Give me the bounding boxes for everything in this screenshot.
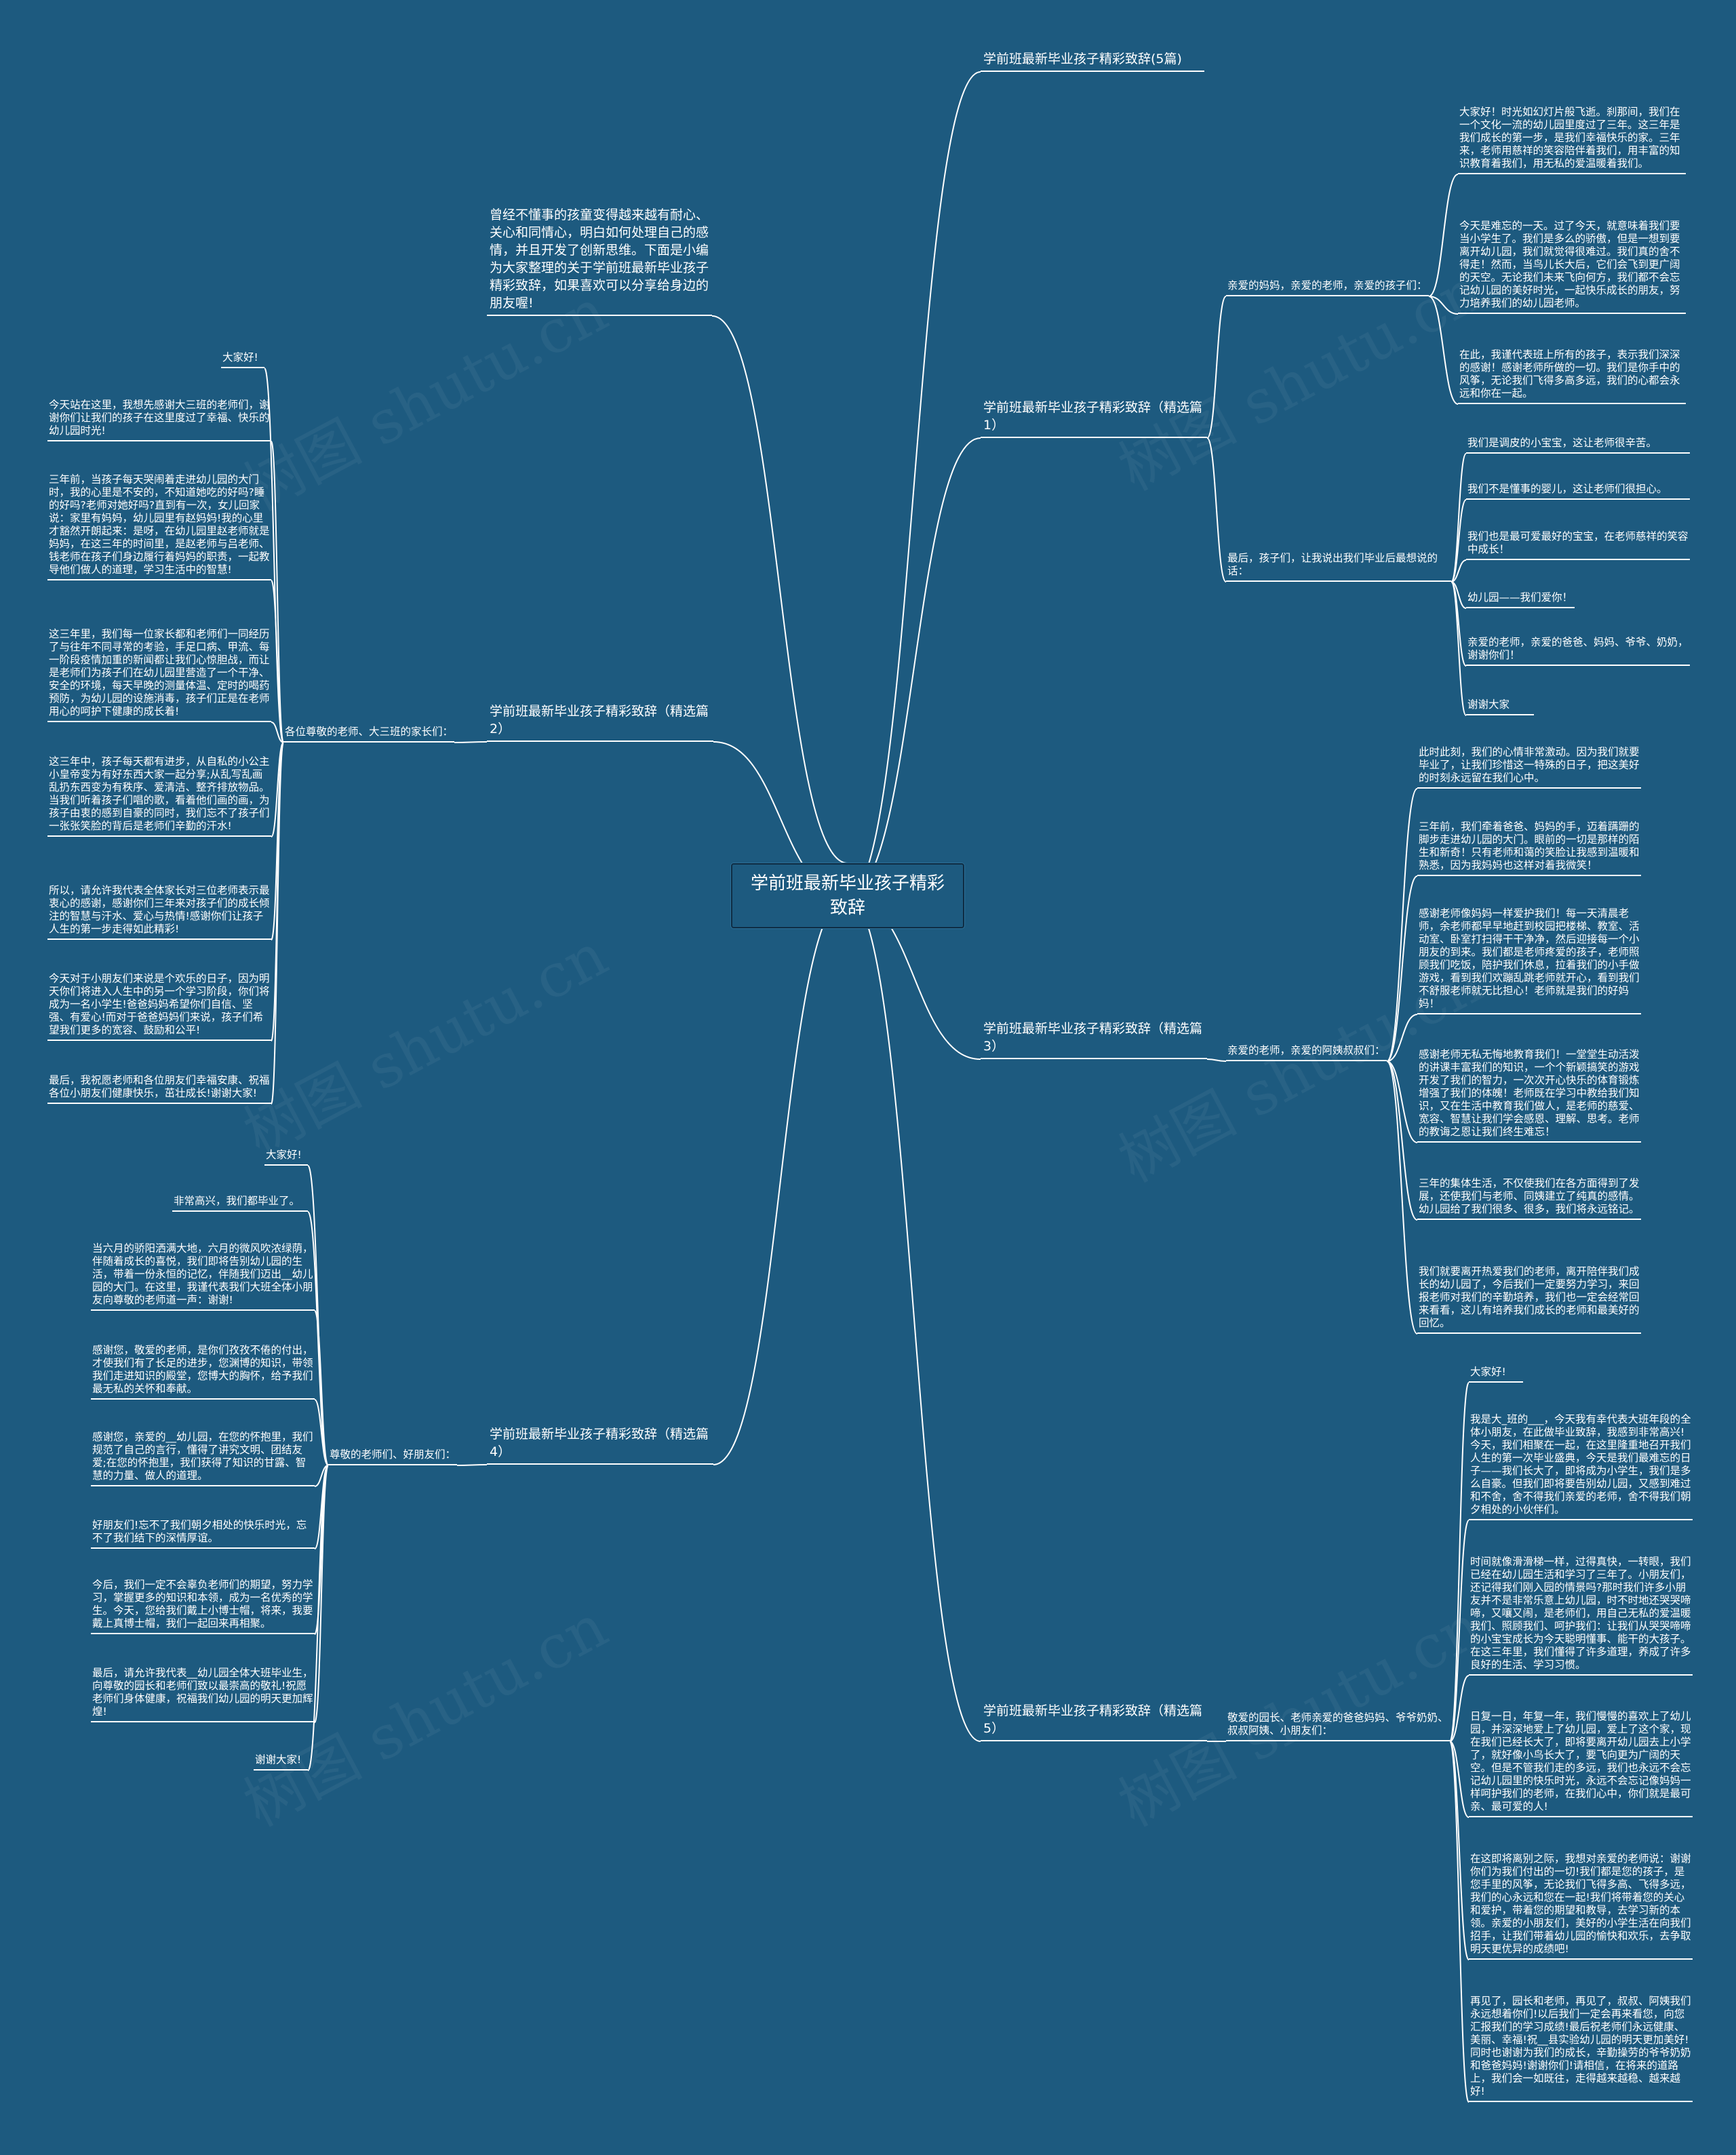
connector — [454, 741, 488, 743]
connector — [1386, 788, 1418, 1062]
branch-3-item[interactable]: 我们就要离开热爱我们的老师，离开陪伴我们成长的幼儿园了，今后我们一定要努力学习，… — [1417, 1264, 1641, 1334]
branch-3-group-0-label[interactable]: 亲爱的老师，亲爱的阿姨叔叔们： — [1226, 1044, 1387, 1061]
branch-5-item[interactable]: 在这即将离别之际，我想对亲爱的老师说：谢谢你们为我们付出的一切!我们都是您的孩子… — [1469, 1851, 1693, 1960]
branch-5-group-0-label[interactable]: 敬爱的园长、老师亲爱的爸爸妈妈、爷爷奶奶、叔叔阿姨、小朋友们： — [1226, 1712, 1450, 1741]
branch-4-item[interactable]: 当六月的骄阳洒满大地，六月的微风吹浓绿荫，伴随着成长的喜悦，我们即将告别幼儿园的… — [91, 1241, 315, 1311]
connector — [1449, 1520, 1469, 1742]
branch-title-2[interactable]: 学前班最新毕业孩子精彩致辞（精选篇2） — [487, 703, 713, 742]
branch-1-item[interactable]: 大家好！时光如幻灯片般飞逝。刹那间，我们在一个文化一流的幼儿园里度过了三年。这三… — [1458, 104, 1686, 174]
branch-4-item[interactable]: 最后，请允许我代表__幼儿园全体大班毕业生，向尊敬的园长和老师们致以最崇高的敬礼… — [91, 1665, 315, 1722]
connector — [711, 315, 848, 864]
branch-4-item[interactable]: 谢谢大家! — [254, 1752, 308, 1771]
connector — [1206, 437, 1227, 582]
connector — [314, 1310, 329, 1466]
branch-3-item[interactable]: 三年的集体生活，不仅使我们在各方面得到了发展，还使我们与老师、同姨建立了纯真的感… — [1417, 1176, 1641, 1220]
branch-title-overview[interactable]: 学前班最新毕业孩子精彩致辞(5篇) — [981, 50, 1204, 72]
branch-3-item[interactable]: 感谢老师无私无悔地教育我们！一堂堂生动活泼的讲课丰富我们的知识，一个个新颖搞笑的… — [1417, 1047, 1641, 1143]
branch-5-item[interactable]: 时间就像滑滑梯一样，过得真快，一转眼，我们已经在幼儿园生活和学习了三年了。小朋友… — [1469, 1554, 1693, 1676]
branch-title-5[interactable]: 学前班最新毕业孩子精彩致辞（精选篇5） — [981, 1702, 1207, 1741]
branch-2-item[interactable]: 最后，我祝愿老师和各位朋友们幸福安康、祝福各位小朋友们健康快乐，茁壮成长!谢谢大… — [47, 1073, 271, 1104]
connector — [1386, 875, 1418, 1062]
connector — [847, 437, 981, 896]
branch-4-item[interactable]: 感谢您，敬爱的老师，是你们孜孜不倦的付出，才使我们有了长足的进步，您渊博的知识，… — [91, 1343, 315, 1400]
connector — [1428, 174, 1459, 297]
connector — [1206, 296, 1227, 439]
connector — [307, 1465, 329, 1771]
branch-2-item[interactable]: 这三年里，我们每一位家长都和老师们一同经历了与往年不同寻常的考验，手足口病、甲流… — [47, 627, 271, 722]
branch-1-item[interactable]: 亲爱的老师，亲爱的爸爸、妈妈、爷爷、奶奶，谢谢你们！ — [1466, 635, 1690, 666]
branch-1-item[interactable]: 我们是调皮的小宝宝，这让老师很辛苦。 — [1466, 435, 1690, 454]
branch-2-item[interactable]: 这三年中，孩子每天都有进步，从自私的小公主小皇帝变为有好东西大家一起分享;从乱写… — [47, 754, 271, 837]
connector — [1428, 296, 1459, 405]
branch-5-item[interactable]: 再见了，园长和老师，再见了，叔叔、阿姨我们永远想着你们!以后我们一定会再来看您，… — [1469, 1994, 1693, 2102]
connector — [1386, 1061, 1418, 1143]
connector — [1428, 296, 1459, 315]
connector — [271, 742, 284, 1105]
branch-title-3[interactable]: 学前班最新毕业孩子精彩致辞（精选篇3） — [981, 1020, 1207, 1059]
branch-1-item[interactable]: 谢谢大家 — [1466, 697, 1534, 715]
branch-1-item[interactable]: 今天是难忘的一天。过了今天，就意味着我们要当小学生了。我们是多么的骄傲，但是一想… — [1458, 218, 1686, 314]
branch-title-1[interactable]: 学前班最新毕业孩子精彩致辞（精选篇1） — [981, 399, 1207, 438]
branch-2-item[interactable]: 今天站在这里，我想先感谢大三班的老师们，谢谢你们让我们的孩子在这里度过了幸福、快… — [47, 397, 271, 441]
connector — [1386, 1061, 1418, 1221]
branch-5-item[interactable]: 大家好! — [1469, 1364, 1523, 1383]
branch-1-item[interactable]: 幼儿园——我们爱你！ — [1466, 590, 1575, 608]
branch-4-item[interactable]: 好朋友们!忘不了我们朝夕相处的快乐时光，忘不了我们结下的深情厚谊。 — [91, 1518, 315, 1549]
connector — [314, 1465, 329, 1723]
branch-3-item[interactable]: 三年前，我们牵着爸爸、妈妈的手，迈着蹒跚的脚步走进幼儿园的大门。眼前的一切是那样… — [1417, 819, 1641, 876]
branch-4-item[interactable]: 今后，我们一定不会辜负老师们的期望，努力学习，掌握更多的知识和本领，成为一名优秀… — [91, 1577, 315, 1634]
branch-title-4[interactable]: 学前班最新毕业孩子精彩致辞（精选篇4） — [487, 1425, 713, 1465]
branch-2-item[interactable]: 三年前，当孩子每天哭闹着走进幼儿园的大门时，我的心里是不安的，不知道她吃的好吗?… — [47, 472, 271, 580]
connector — [1449, 1741, 1469, 1960]
connector — [1451, 581, 1467, 716]
branch-4-item[interactable]: 大家好! — [264, 1147, 308, 1166]
branch-2-item[interactable]: 所以，请允许我代表全体家长对三位老师表示最衷心的感谢，感谢你们三年来对孩子们的成… — [47, 883, 271, 940]
branch-1-group-0-label[interactable]: 亲爱的妈妈，亲爱的老师，亲爱的孩子们： — [1226, 279, 1429, 296]
connector — [1386, 1014, 1418, 1062]
connector — [847, 895, 981, 1742]
branch-4-group-0-label[interactable]: 尊敬的老师们、好朋友们： — [328, 1448, 458, 1465]
branch-1-item[interactable]: 我们不是懂事的婴儿，这让老师们很担心。 — [1466, 481, 1690, 500]
branch-5-item[interactable]: 我是大_班的___，今天我有幸代表大班年段的全体小朋友，在此做毕业致辞，我感到非… — [1469, 1412, 1693, 1520]
branch-4-item[interactable]: 感谢您，亲爱的__幼儿园，在您的怀抱里，我们规范了自己的言行，懂得了讲究文明、团… — [91, 1429, 315, 1486]
connector — [847, 71, 981, 896]
connector — [1449, 1741, 1469, 1818]
branch-4-item[interactable]: 非常高兴，我们都毕业了。 — [172, 1193, 308, 1212]
branch-1-item[interactable]: 我们也是最可爱最好的宝宝，在老师慈祥的笑容中成长！ — [1466, 529, 1690, 560]
connector — [314, 1399, 329, 1466]
connector — [1206, 1059, 1227, 1062]
intro-text[interactable]: 曾经不懂事的孩童变得越来越有耐心、关心和同情心，明白如何处理自己的感情，并且开发… — [487, 206, 712, 316]
branch-2-item[interactable]: 今天对于小朋友们来说是个欢乐的日子，因为明天你们将进入人生中的另一个学习阶段，你… — [47, 971, 271, 1041]
branch-5-item[interactable]: 日复一日，年复一年，我们慢慢的喜欢上了幼儿园，并深深地爱上了幼儿园，爱上了这个家… — [1469, 1709, 1693, 1817]
connector — [271, 580, 284, 743]
branch-1-group-1-label[interactable]: 最后，孩子们，让我说出我们毕业后最想说的话： — [1226, 552, 1451, 582]
root-topic[interactable]: 学前班最新毕业孩子精彩致辞 — [731, 863, 964, 928]
connector — [1451, 453, 1467, 582]
connector — [1449, 1741, 1469, 2103]
branch-2-item[interactable]: 大家好! — [221, 350, 264, 368]
connector — [307, 1165, 329, 1466]
connector — [1451, 499, 1467, 582]
branch-3-item[interactable]: 此时此刻，我们的心情非常激动。因为我们就要毕业了，让我们珍惜这一特殊的日子，把这… — [1417, 745, 1641, 789]
connector — [1386, 1061, 1418, 1334]
connector — [271, 721, 284, 743]
connector — [1449, 1382, 1469, 1742]
branch-3-item[interactable]: 感谢老师像妈妈一样爱护我们！每一天清晨老师，余老师都早早地赶到校园把楼梯、教室、… — [1417, 906, 1641, 1014]
connector — [1449, 1675, 1469, 1742]
connector — [713, 895, 848, 1465]
branch-1-item[interactable]: 在此，我谨代表班上所有的孩子，表示我们深深的感谢！感谢老师所做的一切。我们是你手… — [1458, 347, 1686, 404]
branch-2-group-0-label[interactable]: 各位尊敬的老师、大三班的家长们： — [283, 726, 455, 743]
connector — [1451, 559, 1467, 582]
